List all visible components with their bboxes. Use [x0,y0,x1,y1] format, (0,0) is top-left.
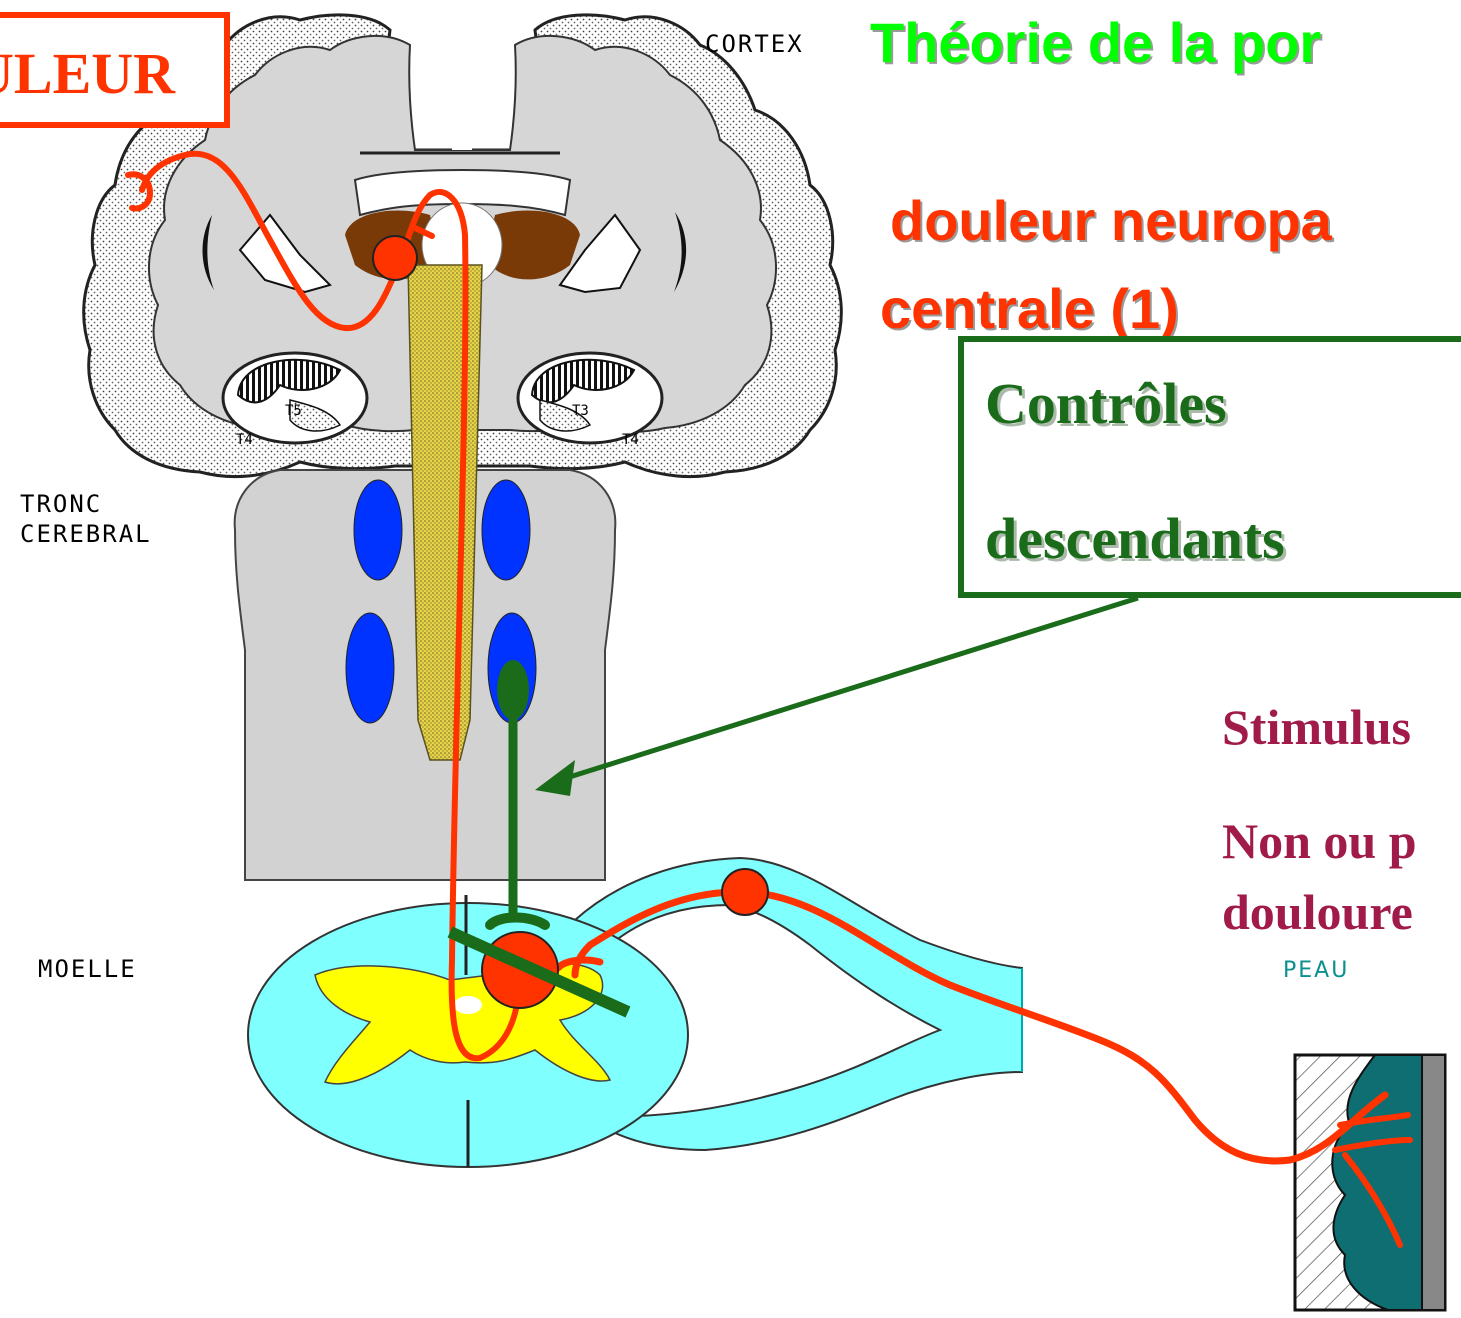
tronc-label: TRONC [20,490,102,518]
slide-title: Théorie de la por [870,10,1321,75]
stimulus-line-2: Non ou p [1222,812,1417,870]
midline-fissure [452,20,472,150]
hippocampus-left [223,353,367,443]
moelle-label: MOELLE [38,955,137,983]
control-arrow [560,598,1138,780]
descending-neuron [497,660,529,720]
subtitle-line-2: centrale (1) [880,276,1179,341]
controles-label: Contrôles [985,370,1227,437]
t5-label: T5 [285,403,302,419]
peau-label: PEAU [1283,958,1349,983]
skin-section [1295,1055,1445,1310]
brainstem-nucleus [346,613,394,723]
cerebral-label: CEREBRAL [20,520,152,548]
stimulus-line-3: douloure [1222,883,1413,941]
t4-right-label: T4 [622,432,639,448]
subtitle-line-1: douleur neuropa [890,188,1332,253]
cortex-label: CORTEX [705,30,804,58]
thalamus-neuron [373,236,417,280]
t4-left-label: T4 [236,432,253,448]
dorsal-root-ganglion [722,869,768,915]
douleur-label: ULEUR [0,40,175,107]
descendants-label: descendants [985,505,1285,572]
brainstem-nucleus [354,480,402,580]
douleur-label-box: ULEUR [0,12,230,128]
t3-label: T3 [572,403,589,419]
hippocampus-right [518,353,662,443]
descending-tract [408,265,482,760]
stimulus-line-1: Stimulus [1222,698,1411,756]
brainstem-nucleus [482,480,530,580]
